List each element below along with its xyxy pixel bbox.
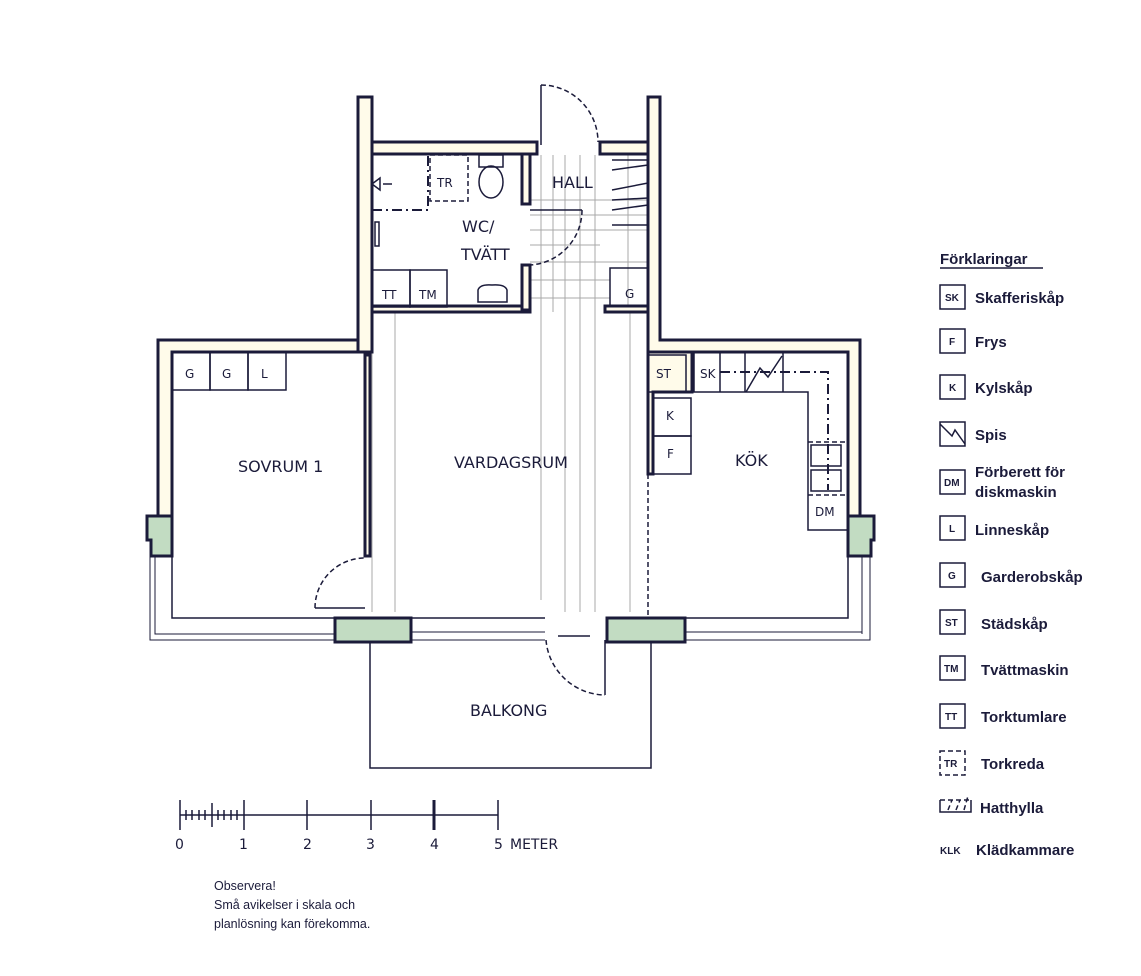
- legend-code-sk: SK: [945, 293, 960, 304]
- scale-tick-4: 4: [430, 837, 439, 853]
- legend-label-kylskap: Kylskåp: [975, 380, 1033, 397]
- window-left: [145, 514, 174, 558]
- wall-wc-hall-upper: [520, 152, 532, 206]
- fixture-k: K: [666, 409, 675, 423]
- legend-label-garderobskap: Garderobskåp: [981, 569, 1083, 586]
- window-bottom-right: [605, 616, 687, 644]
- legend-label-skafferiskap: Skafferiskåp: [975, 290, 1064, 307]
- tvattmaskin: [409, 269, 448, 308]
- legend-label-tvattmaskin: Tvättmaskin: [981, 662, 1069, 679]
- window-right: [846, 514, 876, 558]
- scale-tick-3: 3: [366, 837, 375, 853]
- wall-wc-top: [370, 140, 539, 156]
- fixture-dm: DM: [815, 505, 835, 519]
- sovrum-cabinets: [171, 351, 287, 391]
- room-label-kok: KÖK: [735, 451, 768, 470]
- doors: [314, 84, 606, 696]
- legend-label-spis: Spis: [975, 427, 1007, 444]
- room-label-sovrum: SOVRUM 1: [238, 457, 323, 476]
- fixture-l: L: [261, 367, 268, 381]
- kitchen-fixtures: [647, 352, 848, 531]
- sink-icon: [477, 284, 508, 303]
- legend-label-stadskap: Städskåp: [981, 616, 1048, 633]
- room-label-tvatt: TVÄTT: [460, 245, 510, 264]
- legend-label-hatthylla: Hatthylla: [980, 800, 1044, 817]
- legend-code-tm: TM: [944, 664, 958, 675]
- wall-hall-top-right: [598, 140, 650, 156]
- legend-code-g: G: [948, 571, 956, 582]
- scale-bar: [179, 800, 499, 830]
- wc-fixtures: [370, 154, 649, 308]
- scale-tick-1: 1: [239, 837, 248, 853]
- fixture-sk: SK: [700, 367, 717, 381]
- scale-tick-5: 5: [494, 837, 503, 853]
- fixture-f: F: [667, 447, 674, 461]
- legend-code-tt: TT: [945, 712, 957, 723]
- legend-label-kladkammare: Klädkammare: [976, 842, 1074, 859]
- fixture-tm: TM: [418, 288, 437, 302]
- fixture-tt: TT: [381, 288, 397, 302]
- note-line-3: planlösning kan förekomma.: [214, 917, 370, 931]
- legend-label-torktumlare: Torktumlare: [981, 709, 1067, 726]
- legend-hat-shelf-icon: [939, 800, 972, 813]
- legend: Förklaringar SK Skafferiskåp F Frys K Ky…: [939, 251, 1083, 859]
- fixture-st: ST: [656, 367, 672, 381]
- legend-label-diskmaskin: diskmaskin: [975, 484, 1057, 501]
- wall-sovrum-right: [363, 353, 372, 558]
- legend-label-frys: Frys: [975, 334, 1007, 351]
- legend-code-l: L: [949, 524, 955, 535]
- legend-code-st: ST: [945, 618, 958, 629]
- room-label-vardagsrum: VARDAGSRUM: [454, 453, 568, 472]
- wall-wc-hall-lower: [520, 263, 532, 312]
- room-label-hall: HALL: [552, 173, 593, 192]
- legend-code-f: F: [949, 337, 955, 348]
- legend-stove-icon: [939, 423, 966, 445]
- wall-hall-g-bottom: [603, 304, 650, 314]
- scale-tick-2: 2: [303, 837, 312, 853]
- legend-label-linneskap: Linneskåp: [975, 522, 1049, 539]
- legend-label-torkreda: Torkreda: [981, 756, 1045, 773]
- room-label-wc: WC/: [462, 217, 495, 236]
- scale-unit: METER: [510, 837, 558, 853]
- fixture-g2: G: [222, 367, 231, 381]
- legend-label-forberett: Förberett för: [975, 464, 1065, 481]
- legend-title: Förklaringar: [940, 251, 1028, 268]
- fixture-g1: G: [185, 367, 194, 381]
- fixture-hall-g: G: [625, 287, 634, 301]
- hall-garderob: [609, 267, 649, 307]
- note-line-2: Små avikelser i skala och: [214, 898, 355, 912]
- fixture-tr: TR: [436, 176, 453, 190]
- legend-code-k: K: [949, 383, 957, 394]
- note-line-1: Observera!: [214, 879, 276, 893]
- legend-code-klk: KLK: [940, 846, 961, 857]
- room-outlines: [149, 474, 871, 769]
- shower-icon: [370, 176, 392, 192]
- room-label-balkong: BALKONG: [470, 701, 547, 720]
- window-bottom-left: [333, 616, 413, 644]
- legend-code-tr: TR: [944, 759, 958, 770]
- floor-grid-lines: [371, 155, 648, 612]
- torkreda: [429, 154, 469, 202]
- toilet-icon: [478, 165, 504, 199]
- legend-code-dm: DM: [944, 478, 960, 489]
- walls: [156, 95, 862, 558]
- wall-wc-left: [356, 95, 374, 354]
- stove-icon: [745, 355, 783, 393]
- scale-tick-0: 0: [175, 837, 184, 853]
